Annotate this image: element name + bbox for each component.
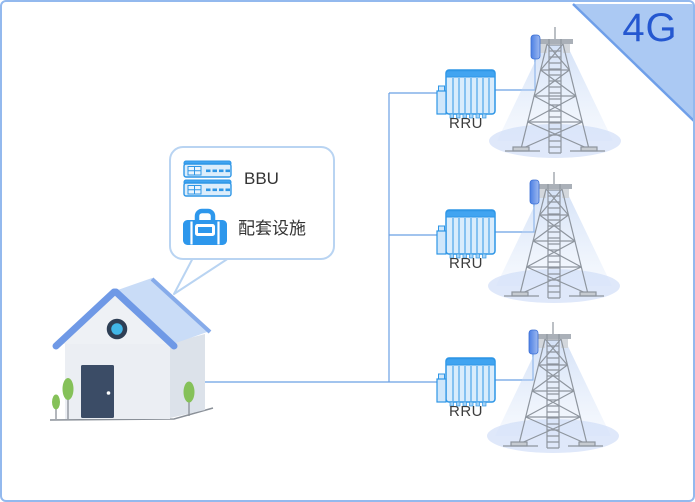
rru-icon-3 [436, 357, 496, 407]
house-door [81, 365, 114, 418]
rru-label-3: RRU [449, 403, 483, 420]
cell-tower-3 [486, 321, 620, 454]
callout-item-facilities: 配套设施 [183, 207, 321, 247]
callout-tail [173, 253, 236, 295]
rru-icon-1 [436, 69, 496, 119]
rru-icon-2 [436, 209, 496, 259]
banner-triangle [572, 3, 693, 122]
fronthaul-bus-line [205, 92, 438, 383]
cell-tower-1 [488, 26, 622, 159]
bbu-label: BBU [244, 168, 279, 188]
bbu-servers-icon [183, 160, 232, 197]
rru-label-1: RRU [449, 115, 483, 132]
facilities-label: 配套设施 [238, 219, 306, 238]
tree-icons [52, 378, 195, 419]
house-window [106, 318, 128, 340]
callout-item-bbu: BBU [183, 160, 321, 198]
cell-tower-2 [487, 171, 621, 304]
rru-label-2: RRU [449, 255, 483, 272]
equipment-bag-icon [183, 208, 227, 245]
house-icon [49, 277, 214, 421]
banner-4g-label: 4G [622, 6, 678, 50]
callout-bubble: BBU 配套设施 [169, 146, 335, 260]
